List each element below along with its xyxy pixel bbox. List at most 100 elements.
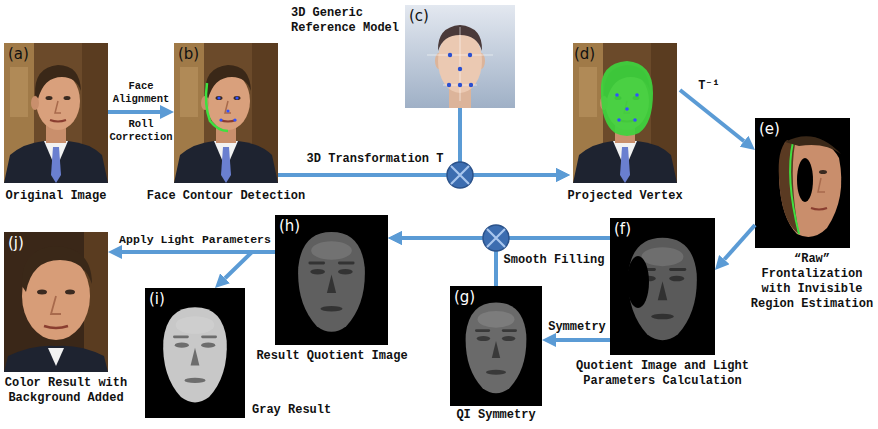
flow-arrow [402, 238, 496, 286]
photo-contour [174, 43, 278, 183]
color-result [48, 348, 64, 366]
edge-label: Symmetry [547, 320, 607, 335]
color-result [4, 232, 108, 372]
photo-projected [633, 118, 637, 122]
photo-projected [601, 61, 653, 136]
multiply-operator [483, 225, 509, 251]
reference-model [468, 53, 472, 57]
panel-letter: (j) [8, 234, 24, 252]
photo-projected [615, 93, 639, 122]
color-result [4, 346, 108, 372]
photo-projected [615, 93, 619, 97]
quotient-symmetry [466, 302, 527, 393]
quotient-image [610, 218, 715, 355]
panel-caption: Original Image [1, 189, 111, 204]
panel-caption: QI Symmetry [451, 408, 541, 423]
edge-label: Apply Light Parameters [116, 232, 274, 247]
quotient-symmetry [450, 286, 542, 406]
image-panel: (f)Quotient Image and Light Parameters C… [610, 218, 715, 355]
raw-frontalization [755, 118, 850, 248]
gray-result [145, 288, 245, 418]
panel-caption: Quotient Image and Light Parameters Calc… [555, 359, 770, 389]
photo-original [4, 43, 108, 183]
reference-model [405, 5, 515, 108]
photo-contour [226, 109, 229, 112]
result-quotient [275, 215, 388, 345]
photo-projected [601, 61, 653, 136]
reference-model [427, 27, 493, 101]
reference-model [469, 83, 473, 87]
color-result [37, 290, 47, 295]
color-result [65, 290, 75, 295]
panel-caption: Color Result with Background Added [2, 376, 130, 406]
panel-caption: 3D Generic Reference Model [291, 6, 401, 36]
raw-frontalization [779, 140, 799, 234]
panel-caption: Face Contour Detection [143, 189, 309, 204]
result-quotient [275, 215, 388, 345]
panel-letter: (a) [8, 45, 29, 63]
panel-caption: Result Quotient Image [252, 349, 412, 364]
photo-projected [635, 93, 639, 97]
quotient-symmetry [450, 286, 542, 406]
photo-projected [573, 43, 677, 183]
image-panel: (i)Gray Result [145, 288, 245, 418]
color-result [51, 296, 61, 314]
quotient-image [627, 256, 649, 308]
photo-contour [217, 96, 220, 99]
flow-arrow [724, 225, 755, 260]
flow-arrow [225, 252, 275, 278]
panel-letter: (d) [574, 45, 595, 63]
photo-contour [217, 96, 238, 121]
gray-result [163, 307, 227, 402]
reference-model [458, 83, 462, 87]
image-panel: (a)Original Image [4, 43, 108, 183]
flow-arrow [556, 338, 610, 342]
edge-label: 3D Transformation T [305, 152, 445, 167]
multiply-operator [483, 225, 509, 251]
panel-caption: “Raw” Frontalization with Invisible Regi… [750, 252, 874, 312]
photo-contour [219, 118, 222, 121]
photo-original [4, 43, 108, 183]
edge-label: T⁻¹ [694, 79, 724, 94]
panel-letter: (g) [454, 288, 475, 306]
photo-projected [617, 118, 621, 122]
image-panel: (d)Projected Vertex [570, 43, 680, 183]
panel-letter: (h) [279, 217, 300, 235]
flow-arrow [460, 108, 556, 175]
photo-contour [174, 43, 278, 183]
flow-arrow [108, 110, 160, 114]
quotient-image [610, 218, 715, 355]
result-quotient [298, 232, 365, 332]
raw-frontalization [785, 136, 841, 154]
raw-frontalization [819, 170, 827, 174]
image-panel: (e)“Raw” Frontalization with Invisible R… [755, 118, 850, 248]
photo-projected [573, 43, 677, 183]
gray-result [145, 288, 245, 418]
image-panel: (h)Result Quotient Image [275, 215, 388, 345]
image-panel: (b)Face Contour Detection [174, 43, 278, 183]
reference-model [405, 5, 515, 108]
raw-frontalization [797, 158, 813, 202]
photo-contour [206, 83, 228, 131]
reference-model [447, 53, 473, 87]
panel-letter: (c) [409, 7, 429, 25]
step-label: Roll Correction [106, 118, 176, 144]
multiply-operator [451, 166, 469, 184]
panel-letter: (b) [178, 45, 199, 63]
photo-contour [233, 118, 236, 121]
photo-contour [206, 83, 239, 131]
color-result [4, 232, 108, 372]
edge-label: Face Alignment [106, 80, 176, 106]
photo-projected [625, 107, 629, 111]
panel-letter: (i) [149, 290, 165, 308]
image-panel: (c)3D Generic Reference Model [405, 5, 515, 108]
multiply-operator [447, 162, 473, 188]
panel-caption: Projected Vertex [565, 189, 685, 204]
raw-frontalization [755, 118, 850, 248]
raw-frontalization [779, 139, 841, 237]
raw-frontalization [818, 178, 825, 192]
image-panel: (j)Color Result with Background Added [4, 232, 108, 372]
multiply-operator [447, 162, 473, 188]
